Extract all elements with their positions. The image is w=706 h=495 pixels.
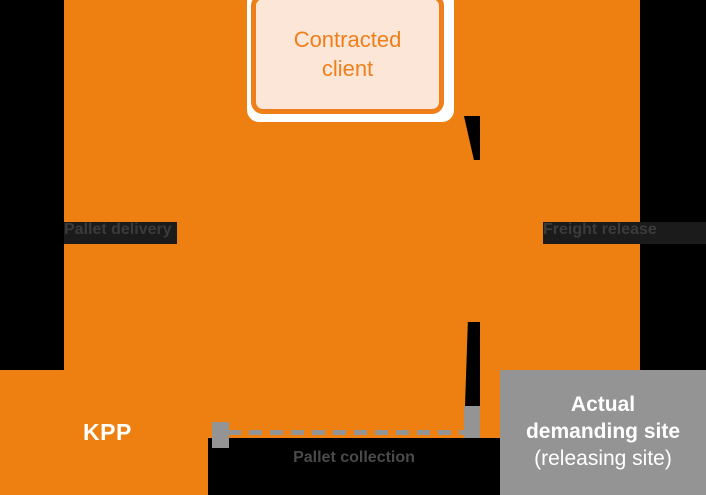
freight-release-label: Freight release xyxy=(543,221,657,238)
contracted-client-label: Contracted client xyxy=(294,25,402,84)
pallet-collection-dashed-line xyxy=(228,430,472,435)
actual-site-title-line1: Actual xyxy=(570,393,636,417)
freight-release-strip xyxy=(543,222,706,244)
contracted-client-label-line1: Contracted xyxy=(293,26,402,52)
pallet-collection-band xyxy=(208,438,500,495)
actual-site-subtitle: (releasing site) xyxy=(534,446,672,470)
pallet-delivery-strip xyxy=(64,222,177,244)
contracted-client-node[interactable]: Contracted client xyxy=(251,0,444,114)
contracted-client-label-line2: client xyxy=(321,56,374,81)
actual-demanding-site-node[interactable]: Actual demanding site (releasing site) xyxy=(500,370,706,495)
pallet-delivery-label: Pallet delivery xyxy=(64,221,172,238)
pallet-collection-label: Pallet collection xyxy=(293,449,415,466)
kpp-label: KPP xyxy=(83,419,132,445)
pallet-collection-start-marker xyxy=(212,422,229,448)
actual-site-title-line2: demanding site xyxy=(525,420,681,444)
